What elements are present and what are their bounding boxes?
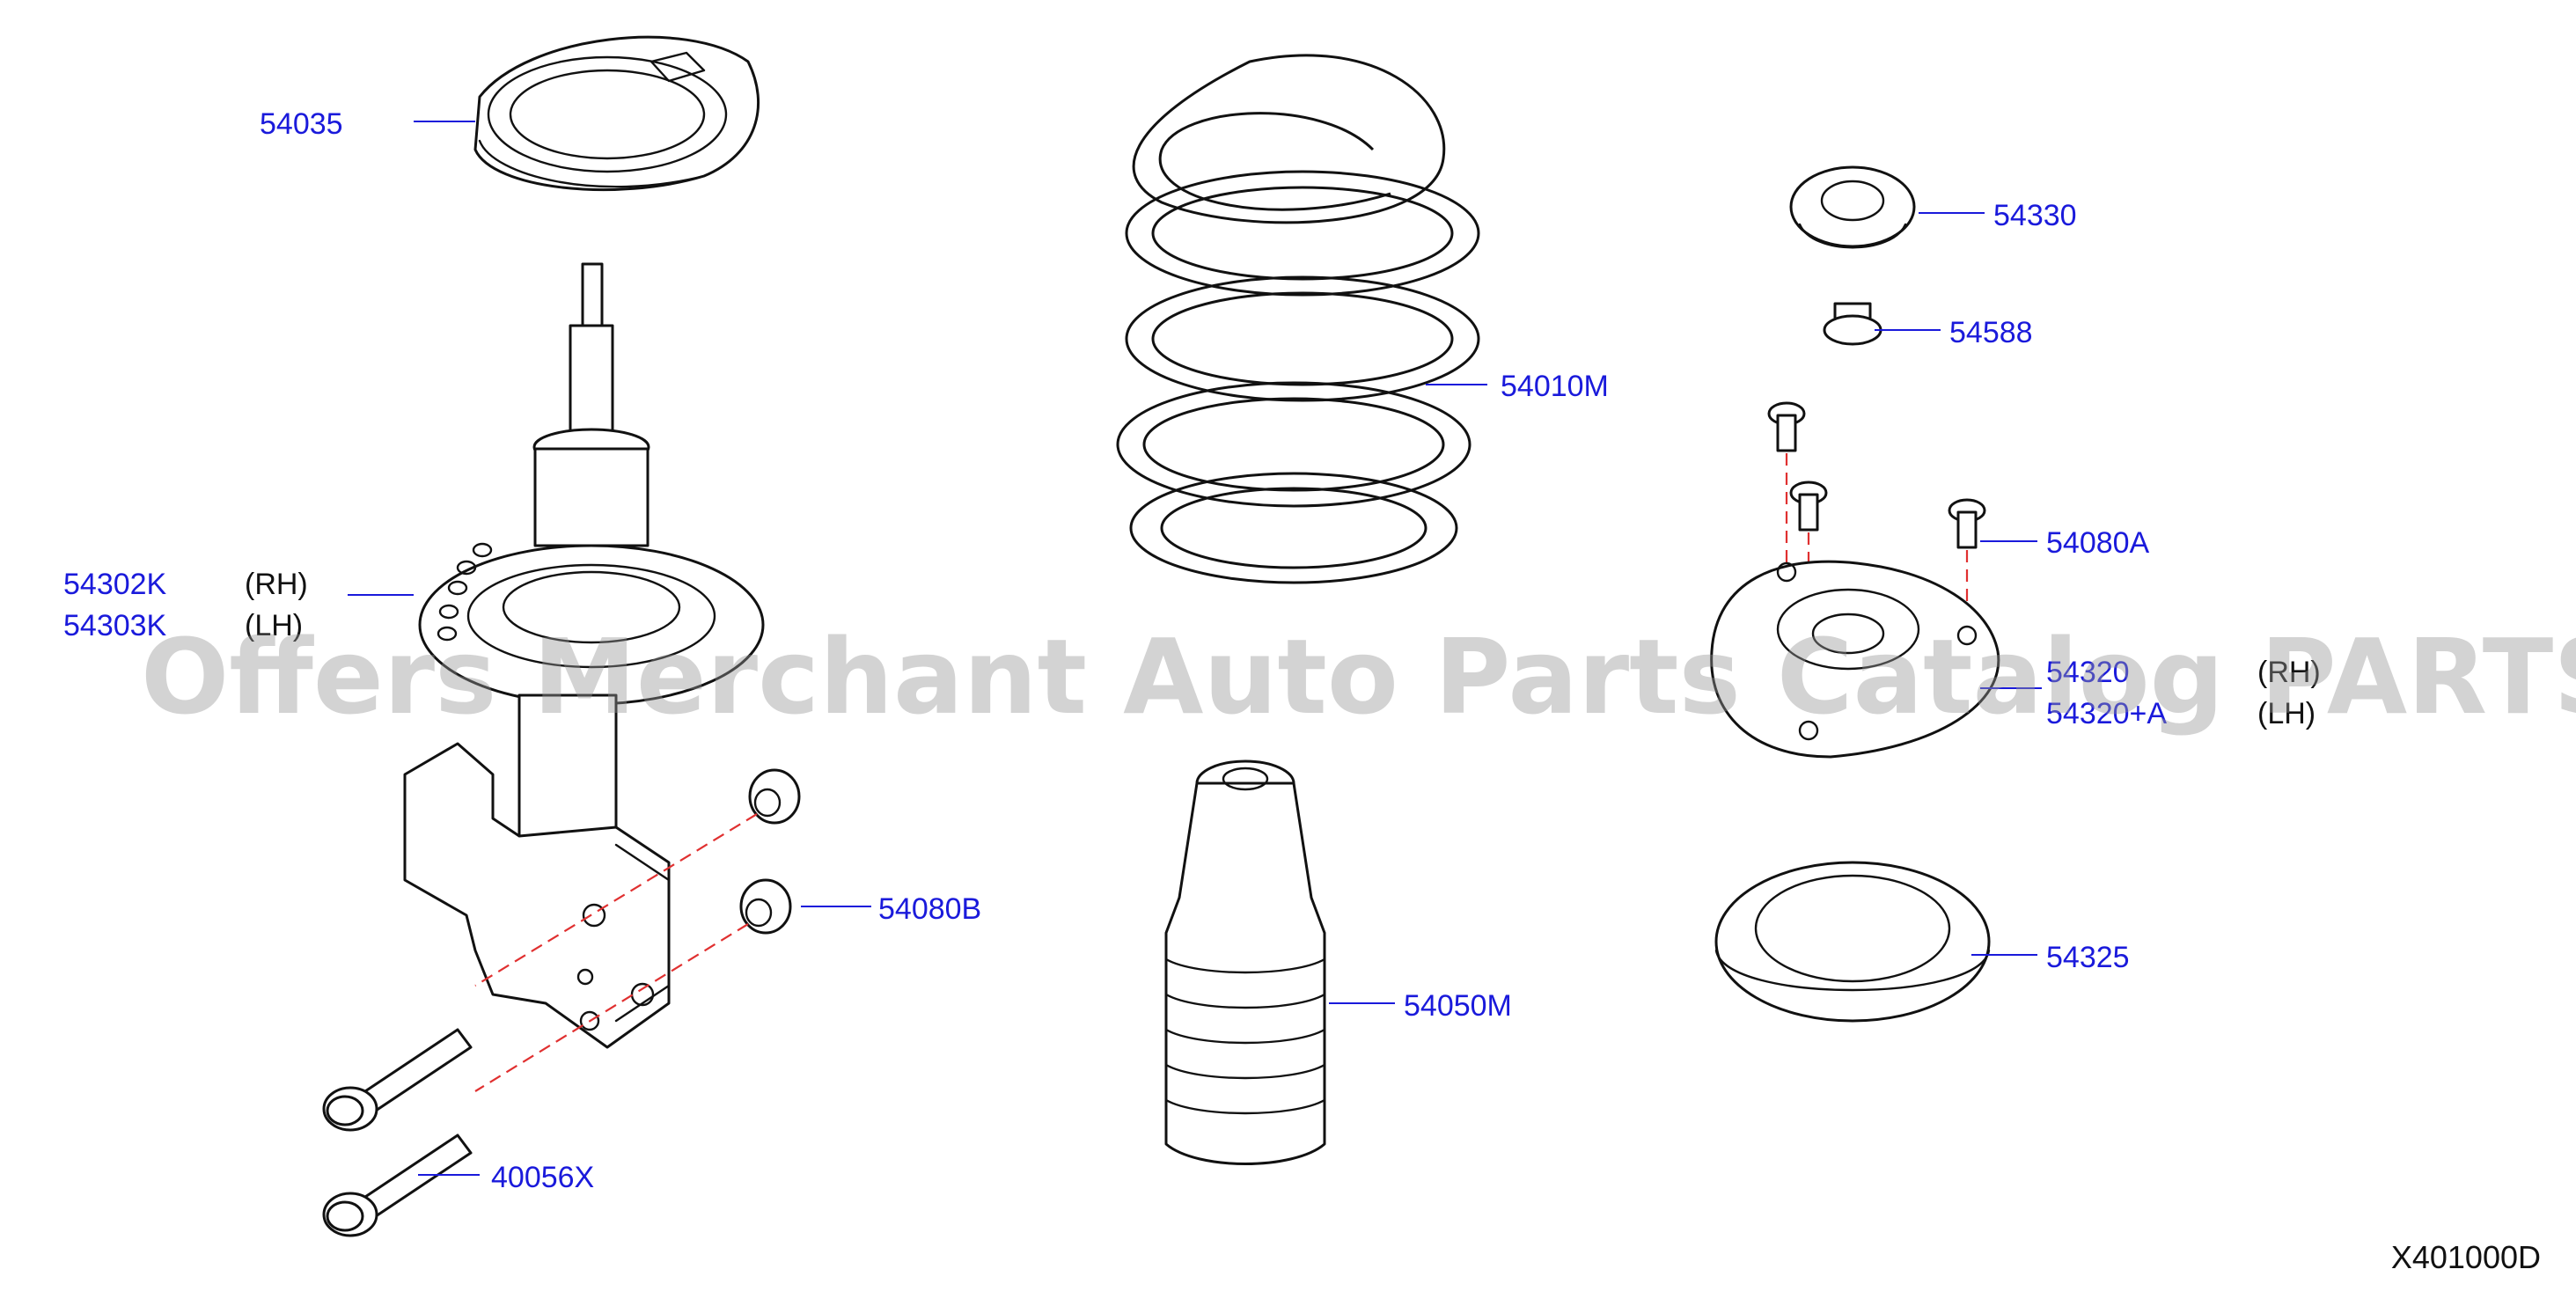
strut-assembly-icon[interactable] <box>403 262 765 1049</box>
label-40056X[interactable]: 40056X <box>491 1161 594 1194</box>
bolt-icon[interactable] <box>322 1134 473 1237</box>
label-54303K[interactable]: 54303K <box>63 609 167 642</box>
bolt-icon[interactable] <box>322 1028 473 1132</box>
mount-icon[interactable] <box>1710 560 2000 759</box>
label-54320[interactable]: 54320 <box>2046 656 2130 689</box>
bearing-icon[interactable] <box>1714 861 1991 1023</box>
bumper-icon[interactable] <box>1789 165 1916 249</box>
coil-spring-icon[interactable] <box>1116 54 1480 584</box>
bolt-icon[interactable] <box>1767 401 1806 452</box>
label-54050M[interactable]: 54050M <box>1404 989 1512 1023</box>
label-54325[interactable]: 54325 <box>2046 941 2130 974</box>
label-54010M[interactable]: 54010M <box>1501 370 1609 403</box>
label-54320A[interactable]: 54320+A <box>2046 697 2167 730</box>
bushing-icon[interactable] <box>739 878 792 935</box>
label-54330[interactable]: 54330 <box>1993 199 2077 232</box>
label-54588[interactable]: 54588 <box>1949 316 2033 349</box>
bolt-icon[interactable] <box>1948 498 1986 549</box>
label-rh: (RH) <box>245 568 308 601</box>
label-mount-rh: (RH) <box>2257 656 2321 689</box>
spring-seat-icon[interactable] <box>473 35 760 192</box>
diagram-code: X401000D <box>2390 1239 2541 1275</box>
label-54035[interactable]: 54035 <box>260 107 343 141</box>
bolt-icon[interactable] <box>1789 481 1828 532</box>
bushing-icon[interactable] <box>748 768 801 825</box>
label-54080A[interactable]: 54080A <box>2046 526 2150 560</box>
label-54302K[interactable]: 54302K <box>63 568 167 601</box>
nut-icon[interactable] <box>1823 302 1882 346</box>
label-mount-lh: (LH) <box>2257 697 2315 730</box>
label-54080B[interactable]: 54080B <box>878 892 981 926</box>
dust-boot-icon[interactable] <box>1164 759 1326 1165</box>
label-lh: (LH) <box>245 609 303 642</box>
